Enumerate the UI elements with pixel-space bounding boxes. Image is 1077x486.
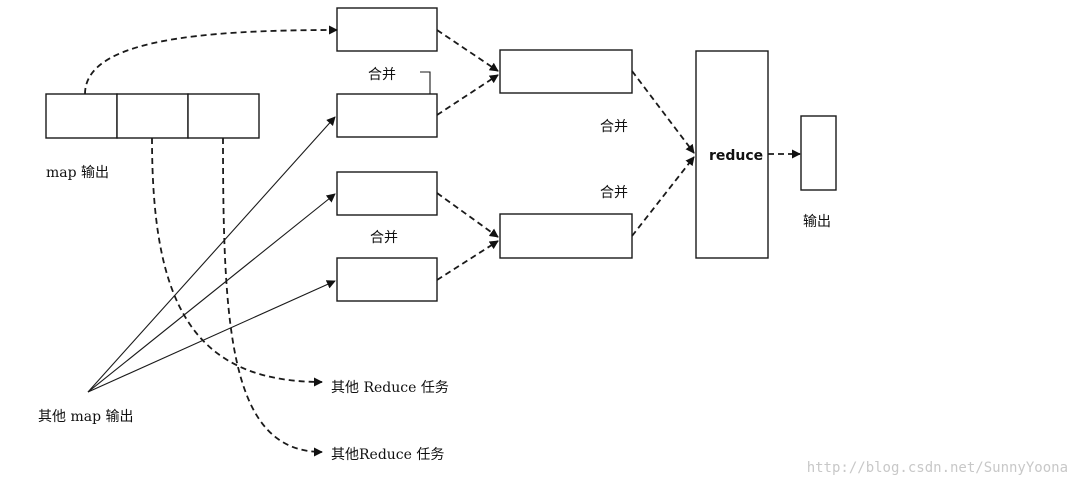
- map-output-label: map 输出: [46, 165, 109, 181]
- arrow-map-to-segment-1: [84, 25, 338, 95]
- merge-callout-bracket: [420, 71, 431, 94]
- segment-box-2: [336, 93, 438, 138]
- arrow-seg2-to-merge-top: [436, 74, 499, 116]
- merge-label-bottom-small: 合并: [370, 230, 398, 246]
- other-reduce-label-1: 其他 Reduce 任务: [331, 380, 449, 396]
- other-map-output-label: 其他 map 输出: [38, 409, 133, 425]
- arrow-seg1-to-merge-top: [436, 29, 499, 72]
- arrow-to-other-reduce-2: [222, 137, 323, 457]
- map-output-boxes: [45, 93, 260, 139]
- arrow-other-map-to-segment-3: [87, 193, 336, 393]
- arrow-seg3-to-merge-bottom: [436, 192, 499, 238]
- map-output-partition-1: [45, 93, 118, 139]
- segment-box-1: [336, 7, 438, 52]
- reduce-box: [695, 50, 769, 259]
- map-output-partition-2: [116, 93, 189, 139]
- merge-label-right-bottom: 合并: [600, 185, 628, 201]
- other-reduce-label-2: 其他Reduce 任务: [331, 447, 444, 463]
- map-output-partition-3: [187, 93, 260, 139]
- arrow-other-map-to-segment-4: [87, 280, 336, 393]
- output-box: [800, 115, 837, 191]
- arrow-other-map-to-segment-2: [87, 116, 336, 393]
- arrow-seg4-to-merge-bottom: [436, 240, 499, 281]
- merged-box-bottom: [499, 213, 633, 259]
- arrow-merge-bottom-to-reduce: [631, 156, 695, 237]
- arrow-to-other-reduce-1: [151, 137, 323, 387]
- segment-box-4: [336, 257, 438, 302]
- segment-box-3: [336, 171, 438, 216]
- merge-label-top-small: 合并: [368, 67, 396, 83]
- merge-label-right-top: 合并: [600, 119, 628, 135]
- merged-box-top: [499, 49, 633, 94]
- reduce-label: reduce: [709, 148, 763, 164]
- watermark-url: http://blog.csdn.net/SunnyYoona: [807, 460, 1068, 476]
- output-label: 输出: [803, 214, 831, 230]
- arrow-merge-top-to-reduce: [631, 70, 695, 154]
